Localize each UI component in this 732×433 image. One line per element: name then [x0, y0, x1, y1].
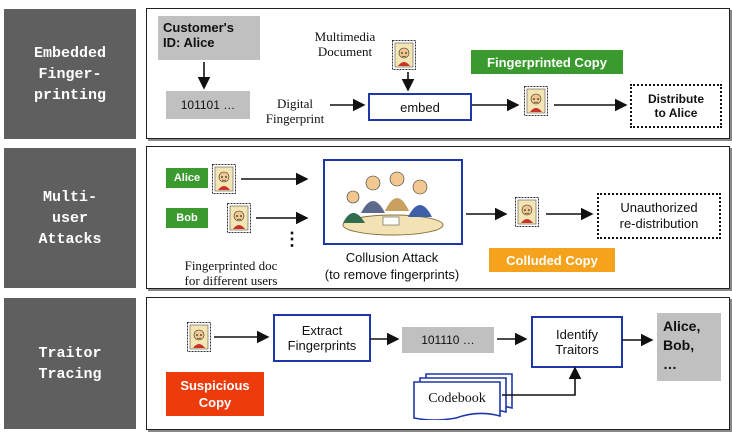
row-label-traitor-tracing: Traitor Tracing [4, 298, 136, 429]
colluded-copy-badge: Colluded Copy [489, 248, 615, 272]
customer-id-box: Customer's ID: Alice [158, 16, 260, 60]
fingerprinted-docs-label: Fingerprinted doc for different users [184, 258, 278, 288]
codebook-icon [413, 373, 513, 420]
row-label-multi-user-attacks: Multi- user Attacks [4, 148, 136, 288]
unauthorized-redistribution-box: Unauthorized re-distribution [597, 193, 721, 239]
fingerprint-bits-box: 101101 … [166, 91, 250, 119]
bob-badge: Bob [166, 208, 208, 228]
embed-box: embed [368, 93, 472, 121]
row-label-embedded-fingerprinting: Embedded Finger- printing [4, 9, 136, 139]
extracted-bits-box: 101110 … [402, 327, 494, 353]
digital-fingerprint-label: Digital Fingerprint [265, 96, 325, 126]
fingerprinted-copy-badge: Fingerprinted Copy [471, 50, 623, 74]
multimedia-document-label: Multimedia Document [314, 29, 376, 59]
distribute-to-alice-box: Distribute to Alice [630, 84, 722, 128]
identify-traitors-box: Identify Traitors [531, 316, 623, 368]
extract-fingerprints-box: Extract Fingerprints [273, 314, 371, 362]
codebook-label: Codebook [428, 391, 486, 406]
suspicious-copy-badge: Suspicious Copy [166, 372, 264, 416]
collusion-attack-label: Collusion Attack (to remove fingerprints… [324, 250, 460, 282]
traitors-result-box: Alice, Bob, … [657, 313, 721, 381]
arrow-codebook-to-identify [502, 366, 582, 396]
collusion-attack-box [323, 159, 463, 245]
collusion-meeting-illustration [342, 171, 444, 236]
more-users-ellipsis: ⋮ [283, 229, 301, 249]
alice-badge: Alice [166, 168, 208, 188]
